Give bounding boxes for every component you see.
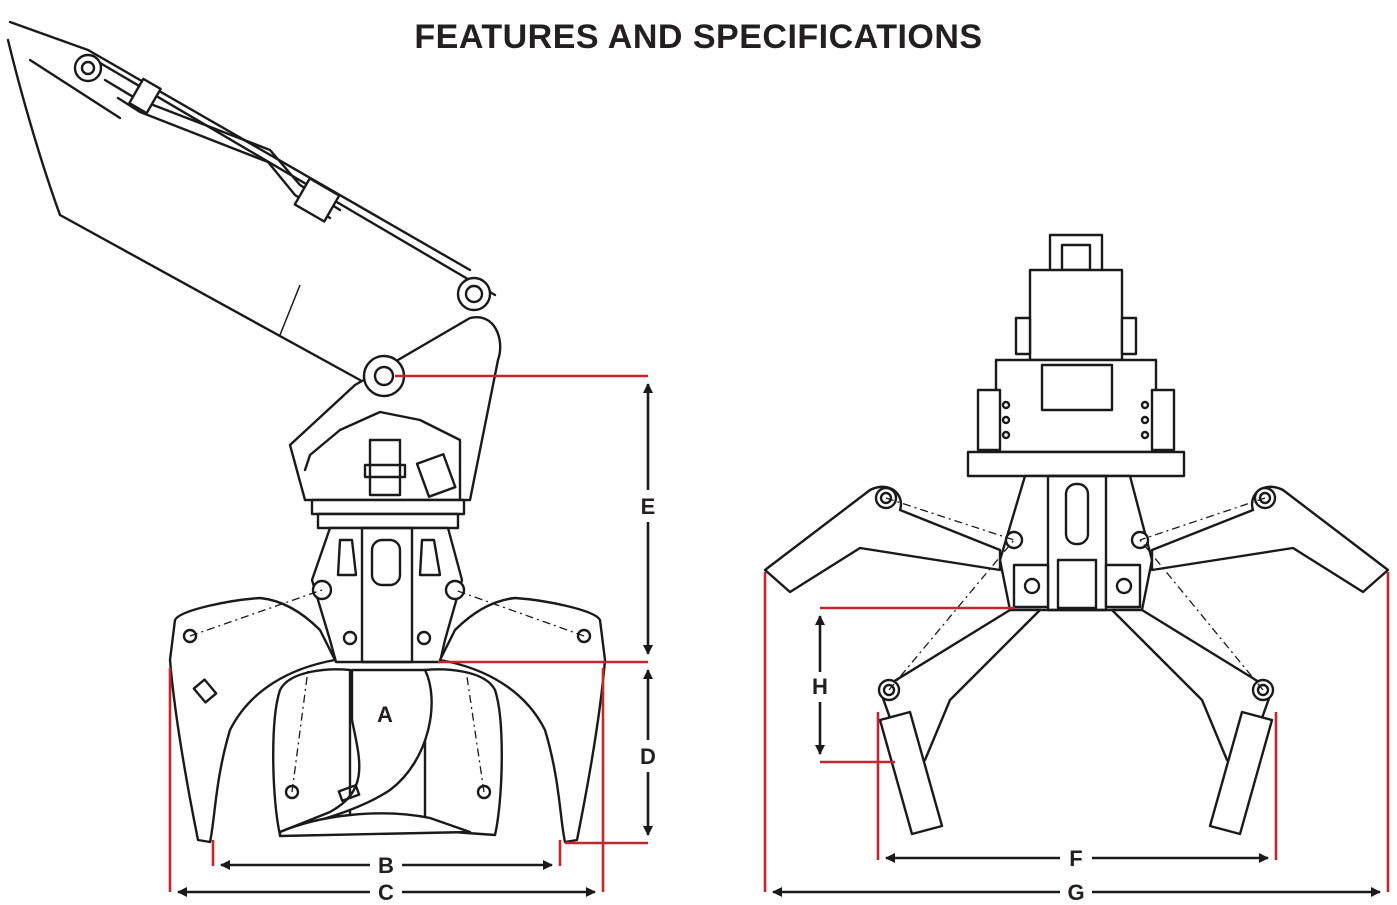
label-c: C [378,880,394,905]
upper-arms [763,485,1390,594]
dimension-labels: A E D B C H F G [377,494,1085,905]
lower-arms [877,539,1275,836]
label-b: B [378,853,394,878]
front-view-grapple [763,233,1390,836]
head-housing [288,316,502,530]
side-view-grapple [6,20,607,844]
grapple-tines [168,589,607,844]
label-h: H [812,674,828,699]
top-link [966,233,1186,478]
page-title: FEATURES AND SPECIFICATIONS [414,18,983,56]
label-g: G [1067,880,1084,905]
label-a: A [377,702,393,727]
dimension-arrows [177,383,1381,897]
label-f: F [1069,846,1082,871]
front-rotator-body [998,474,1154,612]
rotator-body [310,526,466,664]
boom-arm [6,20,497,382]
label-d: D [640,744,656,769]
label-e: E [641,494,656,519]
reference-lines [168,374,1390,892]
